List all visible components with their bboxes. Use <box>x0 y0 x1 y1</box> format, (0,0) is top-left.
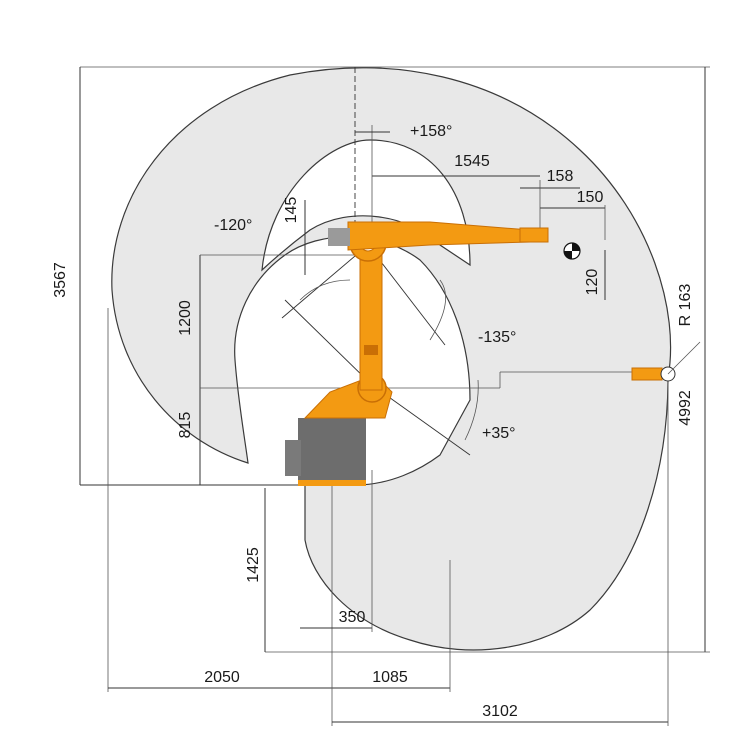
dim-r163: R 163 <box>677 284 694 327</box>
angle-plus158: +158° <box>410 123 452 140</box>
dim-145: 145 <box>283 197 300 224</box>
dim-350: 350 <box>339 609 366 626</box>
dim-1545: 1545 <box>454 153 490 170</box>
dim-1425: 1425 <box>245 547 262 583</box>
robot <box>285 221 701 486</box>
dim-3102: 3102 <box>482 703 518 720</box>
dim-815: 815 <box>177 412 194 439</box>
angle-minus120: -120° <box>214 217 252 234</box>
dimension-lines <box>79 66 710 726</box>
robot-base <box>298 418 366 484</box>
dim-158: 158 <box>547 168 574 185</box>
angle-labels: +158° -120° -135° +35° <box>214 123 516 442</box>
dim-2050: 2050 <box>204 669 240 686</box>
dim-1085: 1085 <box>372 669 408 686</box>
extended-wrist <box>631 367 663 381</box>
dim-4992: 4992 <box>677 390 694 426</box>
dim-1200: 1200 <box>177 300 194 336</box>
angle-minus135: -135° <box>478 329 516 346</box>
inner-cutout <box>261 139 471 272</box>
dimension-labels: 3567 1200 815 145 1545 158 150 120 R 163… <box>52 153 694 720</box>
dim-120: 120 <box>584 269 601 296</box>
dim-150: 150 <box>577 189 604 206</box>
angle-plus35: +35° <box>482 425 516 442</box>
dim-3567: 3567 <box>52 262 69 298</box>
robot-lower-arm <box>359 244 383 391</box>
